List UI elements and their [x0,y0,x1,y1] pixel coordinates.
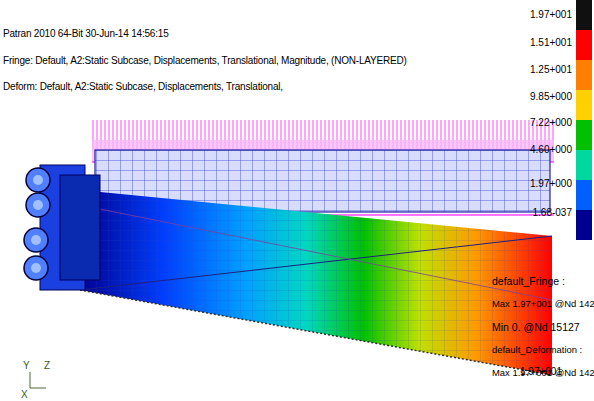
axis-label: X [21,389,28,400]
legend-value: 1.68-037 [533,207,572,218]
header-text: Deform: Default, A2:Static Subcase, Disp… [3,81,283,92]
info-text: default_Deformation : [492,345,582,355]
legend-value: 1.51+001 [530,37,572,48]
color-bar-segment [576,60,592,90]
info-text: Min 0. @Nd 15127 [492,322,580,334]
color-bar-segment [576,210,592,240]
legend-value: 1.97+001 [530,9,572,20]
legend-value: 1.97+000 [530,178,572,189]
color-bar-segment [576,180,592,210]
color-bar-segment [576,0,592,30]
info-text: default_Fringe : [492,276,565,288]
legend-value: 1.25+001 [530,64,572,75]
info-text: Max 1.97+001 @Nd 14243 [492,299,594,309]
info-text: Max 1.97+001 @Nd 14243 [492,368,594,378]
axis-label: Y [23,360,30,371]
color-bar-segment [576,30,592,60]
color-bar-segment [576,90,592,120]
header-text: Patran 2010 64-Bit 30-Jun-14 14:56:15 [3,28,169,39]
color-bar-segment [576,150,592,180]
legend-value: 4.60+000 [530,144,572,155]
legend-value: 7.22+000 [530,117,572,128]
axis-label: Z [44,360,50,371]
legend-value: 9.85+000 [530,91,572,102]
color-bar-segment [576,120,592,150]
header-text: Fringe: Default, A2:Static Subcase, Disp… [3,55,407,66]
